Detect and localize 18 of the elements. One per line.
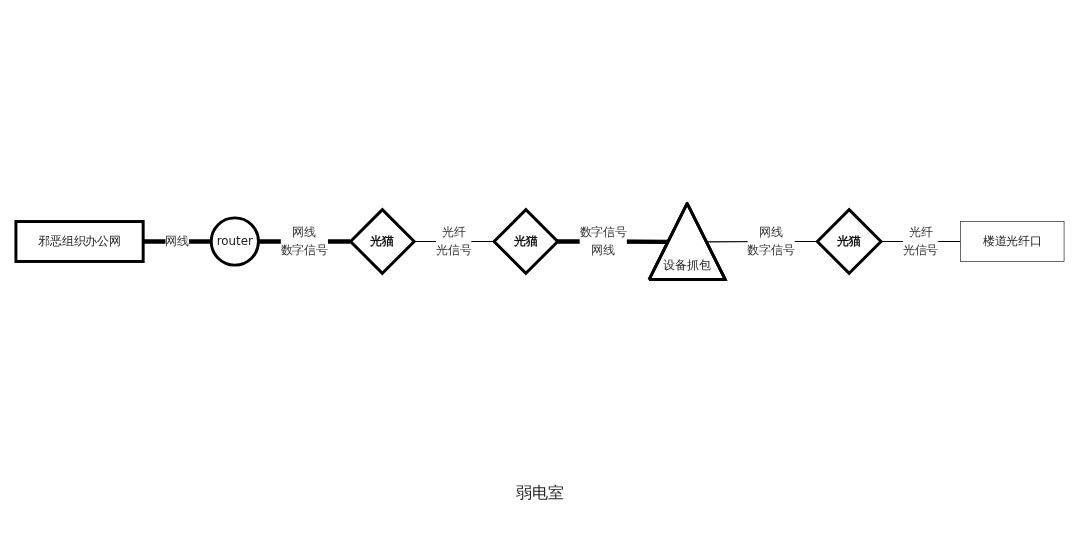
node-box: 楼道光纤口 — [960, 221, 1065, 262]
node-diamond: 光猫 — [815, 207, 884, 276]
edge-label: 数字信号 — [280, 242, 328, 258]
node-box: 邪恶组织办公网 — [14, 220, 145, 263]
edge-label: 网线 — [759, 225, 783, 240]
edge-label: 网线 — [292, 225, 317, 240]
edge-label: 网线 — [165, 234, 190, 249]
edge-label: 数字信号 — [579, 225, 627, 240]
node-circle: router — [209, 216, 260, 267]
edge-label: 光纤 — [908, 225, 933, 240]
node-diamond: 光猫 — [492, 207, 560, 276]
edge-label: 光信号 — [436, 242, 472, 258]
edge-label: 网线 — [591, 242, 616, 258]
node-diamond: 光猫 — [348, 207, 417, 276]
edge-label: 数字信号 — [747, 242, 795, 258]
room-label: 弱电室 — [516, 483, 564, 504]
edge-label: 光纤 — [441, 225, 466, 240]
edge-label: 光信号 — [902, 242, 939, 258]
